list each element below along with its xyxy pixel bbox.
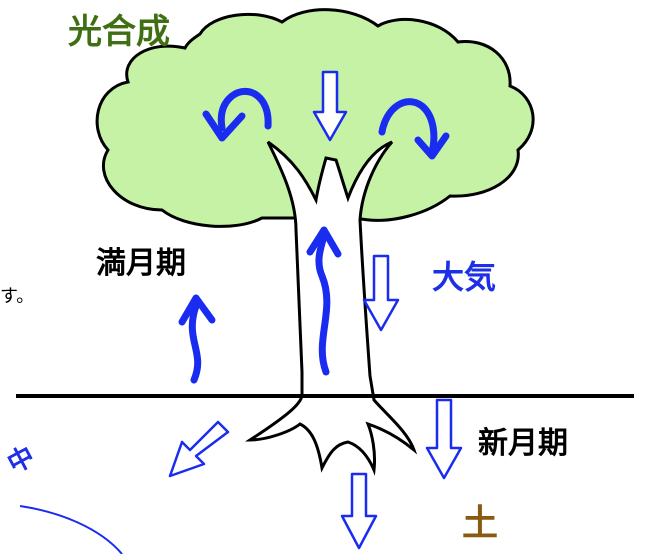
orbit-line xyxy=(19,505,123,554)
diagonal-down-arrow xyxy=(168,420,230,478)
curl-arrow-right xyxy=(378,98,438,156)
tree-canopy xyxy=(95,8,535,228)
curl-arrow-left xyxy=(217,87,272,132)
full-moon-phase-label: 満月期 xyxy=(96,246,186,281)
canopy-down-arrow xyxy=(312,70,348,142)
left-up-arrowhead xyxy=(178,294,216,326)
soil-down-arrow xyxy=(340,472,378,550)
atmosphere-label: 大気 xyxy=(432,258,497,296)
cropped-body-text: す。 xyxy=(0,286,35,307)
curl-arrowhead-left xyxy=(202,110,246,142)
sap-up-arrowhead xyxy=(306,226,342,258)
left-up-arrow xyxy=(188,302,202,384)
tree-trunk xyxy=(244,140,418,476)
atmosphere-down-arrow xyxy=(362,254,400,332)
arrows xyxy=(178,87,450,384)
sap-up-arrow xyxy=(315,232,331,376)
curl-arrowhead-right xyxy=(414,132,450,160)
new-moon-down-arrow xyxy=(425,398,463,480)
hollow-arrows xyxy=(168,70,463,550)
photosynthesis-label: 光合成 xyxy=(68,12,170,52)
soil-label: 土 xyxy=(462,503,499,544)
new-moon-phase-label: 新月期 xyxy=(478,426,568,461)
